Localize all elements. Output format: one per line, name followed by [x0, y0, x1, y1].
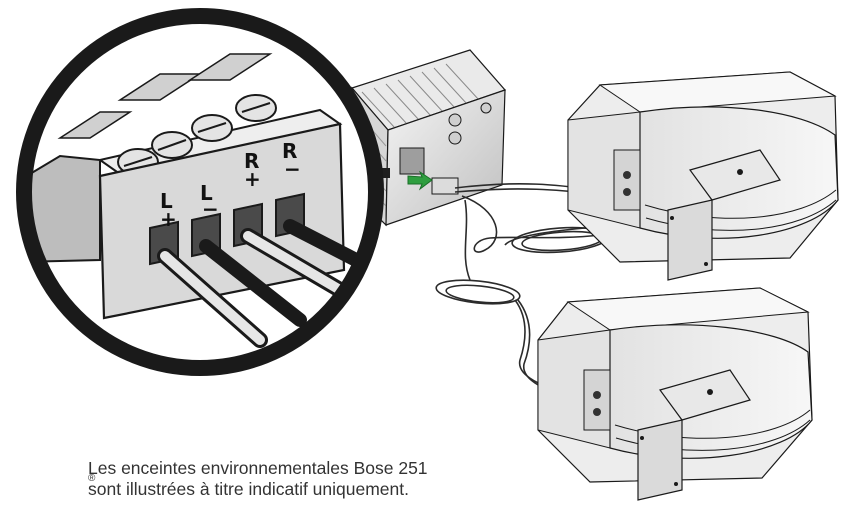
caption-line-1: Les enceintes environnementales Bose 251… [88, 458, 428, 484]
mounting-bracket [659, 369, 751, 421]
mounting-bracket [689, 149, 781, 201]
heatsink-fins [361, 63, 480, 129]
inserted-wires [157, 219, 367, 348]
terminal-label-r2: R [282, 139, 297, 163]
terminal-polarity-r-plus: + [244, 167, 261, 191]
terminal-label-r1: R [244, 149, 259, 173]
magnifier-circle-icon: L L R R + − + − [16, 8, 384, 376]
speaker-lower [537, 287, 813, 501]
speaker-upper [567, 71, 839, 281]
speaker-plug [431, 177, 459, 195]
volume-knob-icon [448, 113, 462, 127]
terminal-label-l1: L [160, 189, 173, 213]
terminal-polarity-l-plus: + [160, 207, 177, 231]
terminal-polarity-l-minus: − [202, 197, 219, 221]
green-arrow-icon [407, 170, 433, 191]
terminal-label-l2: L [200, 181, 213, 205]
caption-line-2: sont illustrées à titre indicatif unique… [88, 479, 409, 499]
caption: Les enceintes environnementales Bose 251… [88, 458, 548, 500]
volume-knob-icon [448, 131, 462, 145]
amp-output-terminal [399, 147, 425, 175]
terminal-polarity-r-minus: − [284, 157, 301, 181]
